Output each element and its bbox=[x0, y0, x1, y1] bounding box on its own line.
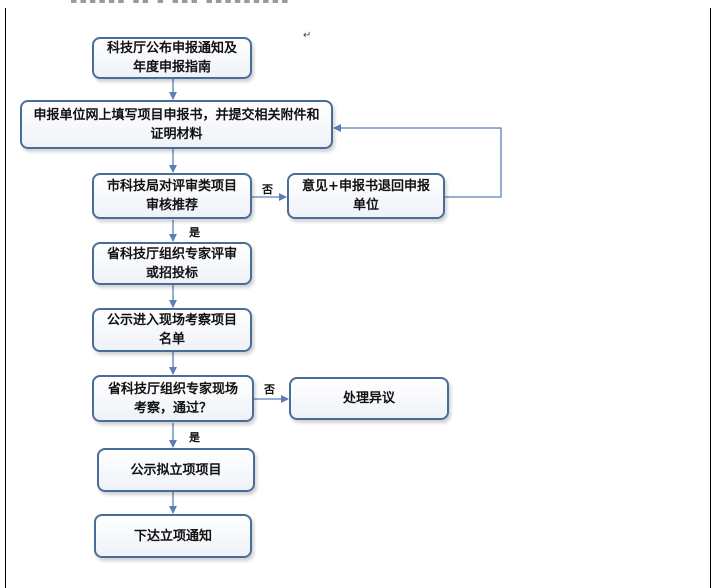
label-yes-city: 是 bbox=[189, 226, 200, 239]
box-notice: 科技厅公布申报通知及年度申报指南 bbox=[92, 37, 252, 79]
box-publish-list-text: 公示进入现场考察项目名单 bbox=[106, 313, 237, 347]
box-expert-review-text: 省科技厅组织专家评审或招投标 bbox=[106, 246, 237, 281]
page-border bbox=[5, 8, 711, 588]
box-fill-form-text: 申报单位网上填写项目申报书，并提交相关附件和证明材料 bbox=[33, 107, 320, 142]
flow-connectors bbox=[169, 78, 502, 514]
box-notice-text: 科技厅公布申报通知及年度申报指南 bbox=[106, 41, 237, 75]
box-expert-review: 省科技厅组织专家评审或招投标 bbox=[92, 242, 252, 285]
label-yes-site: 是 bbox=[189, 431, 200, 444]
box-fill-form: 申报单位网上填写项目申报书，并提交相关附件和证明材料 bbox=[20, 100, 333, 149]
box-city-review-text: 市科技局对评审类项目审核推荐 bbox=[106, 179, 237, 213]
box-return-opinion-text: 意见+申报书退回申报单位 bbox=[302, 179, 430, 213]
box-site-visit-text: 省科技厅组织专家现场考察，通过？ bbox=[107, 381, 238, 416]
box-site-visit: 省科技厅组织专家现场考察，通过？ bbox=[92, 375, 254, 422]
box-issue-notice-text: 下达立项通知 bbox=[133, 528, 212, 544]
label-no-city: 否 bbox=[262, 183, 273, 196]
cropped-text-fragment: ▪▪▪▪▪▪ ▪▪ ▪ ▪▪▪ ▪▪▪▪▪▪▪▪▪ bbox=[70, 0, 380, 5]
box-city-review: 市科技局对评审类项目审核推荐 bbox=[92, 173, 252, 219]
arrow-return-back-to-fill bbox=[333, 124, 502, 198]
box-publish-list: 公示进入现场考察项目名单 bbox=[92, 308, 252, 352]
paragraph-mark: ↵ bbox=[303, 30, 312, 41]
box-objection: 处理异议 bbox=[289, 377, 449, 420]
box-objection-text: 处理异议 bbox=[342, 391, 395, 406]
box-publish-project: 公示拟立项项目 bbox=[97, 448, 255, 492]
box-issue-notice: 下达立项通知 bbox=[94, 514, 252, 558]
box-return-opinion: 意见+申报书退回申报单位 bbox=[287, 173, 445, 219]
label-no-site: 否 bbox=[264, 383, 275, 396]
box-publish-project-text: 公示拟立项项目 bbox=[130, 462, 222, 478]
